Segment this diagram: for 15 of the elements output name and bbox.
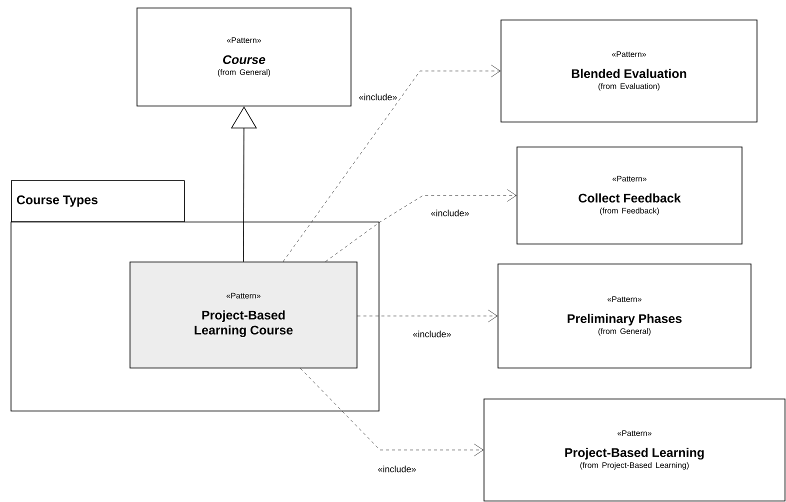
class-box: «Pattern» Project-Based Learning (from Project-Based Learning): [484, 398, 786, 502]
class-box: «Pattern» Blended Evaluation (from Evaluation): [500, 20, 758, 122]
edge-label: «include»: [358, 92, 398, 102]
edge-label: «include»: [430, 208, 470, 218]
class-box: «Pattern» Preliminary Phases (from General): [498, 264, 752, 368]
class-box: «Pattern» Collect Feedback (from Feedback): [516, 146, 742, 244]
class-box: «Pattern» Project-Based Learning Course: [130, 262, 358, 368]
arrow: [282, 64, 500, 262]
arrow: [300, 368, 484, 456]
class-box: «Pattern» Course (from General): [136, 8, 352, 106]
arrow: [357, 310, 498, 322]
edge-label: «include»: [412, 330, 452, 338]
edge-label: «include»: [376, 464, 418, 474]
node-label: Course Types: [16, 195, 98, 207]
arrow: [325, 189, 516, 262]
